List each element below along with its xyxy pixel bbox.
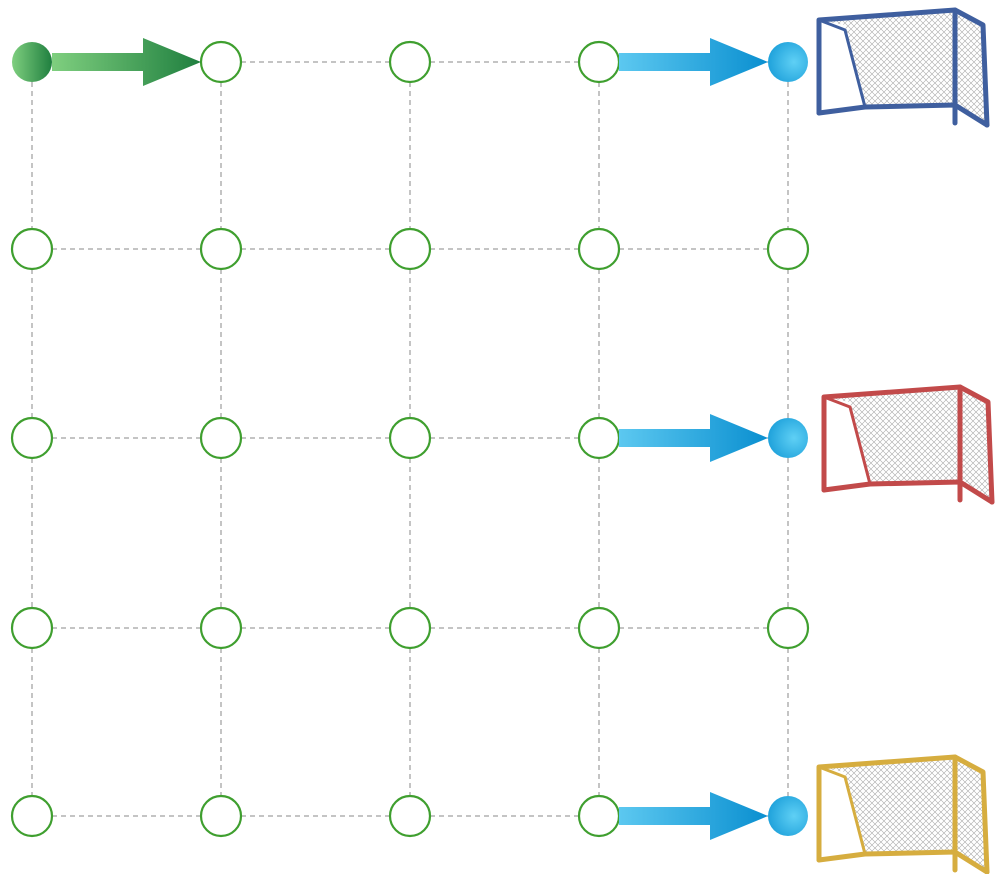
grid-node (577, 416, 621, 460)
grid-node (199, 416, 243, 460)
blue-arrow-icon (619, 792, 768, 840)
grid-node (388, 40, 432, 84)
blue-goal-icon (816, 7, 990, 128)
grid-connectors (31, 61, 789, 817)
green-arrow-icon (52, 38, 201, 86)
target-dot-icon (768, 796, 808, 836)
goal-frame (821, 479, 995, 505)
grid-node (199, 227, 243, 271)
grid-node (577, 227, 621, 271)
grid-node (577, 794, 621, 838)
goal-frame (816, 7, 958, 116)
grid-node (199, 794, 243, 838)
goal-net (819, 757, 987, 872)
grid-node (10, 606, 54, 650)
grid-node (388, 416, 432, 460)
grid-node (577, 40, 621, 84)
goal-frame (818, 765, 867, 855)
goal-frame (823, 395, 872, 485)
grid-node (10, 416, 54, 460)
goal-net (819, 10, 987, 125)
grid-node (388, 227, 432, 271)
grid-node (766, 606, 810, 650)
position-markers (12, 42, 808, 836)
grid-node (577, 606, 621, 650)
target-dot-icon (768, 42, 808, 82)
goal-frame (952, 7, 990, 128)
grid-nodes (10, 40, 810, 838)
grid-node (10, 794, 54, 838)
goal-frame (952, 754, 990, 874)
red-goal-icon (821, 384, 995, 505)
movement-arrows (52, 38, 768, 840)
goal-frame (821, 384, 963, 493)
yellow-goal-icon (816, 754, 990, 874)
grid-node (199, 40, 243, 84)
grid-node (199, 606, 243, 650)
blue-arrow-icon (619, 38, 768, 86)
grid-node (10, 227, 54, 271)
goal-frame (818, 18, 867, 108)
grid-node (388, 606, 432, 650)
goal-frame (816, 754, 958, 863)
goal-frame (816, 849, 990, 874)
goal-frame (816, 102, 990, 128)
goal-net (824, 387, 992, 502)
start-dot-icon (12, 42, 52, 82)
target-dot-icon (768, 418, 808, 458)
grid-node (388, 794, 432, 838)
goal-frame (957, 384, 995, 505)
goals (816, 7, 995, 874)
grid-node (766, 227, 810, 271)
blue-arrow-icon (619, 414, 768, 462)
